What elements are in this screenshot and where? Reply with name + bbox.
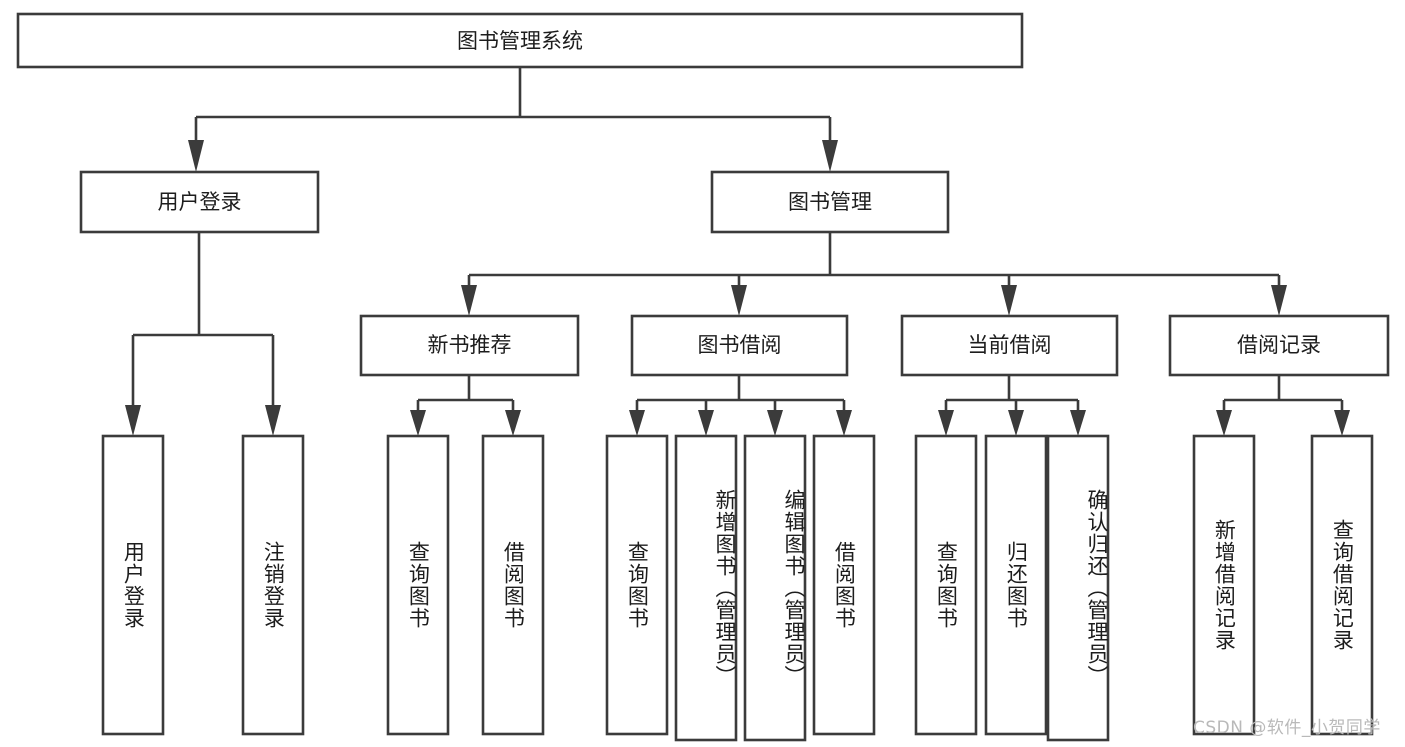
leaf-new-book-recommend-0[interactable] bbox=[386, 434, 450, 736]
connector-new-book-recommend-children bbox=[410, 375, 521, 436]
node-label-borrow-record: 借阅记录 bbox=[1237, 333, 1321, 357]
connector-current-borrow-children bbox=[938, 375, 1086, 436]
node-book-management[interactable]: 图书管理 bbox=[710, 170, 950, 234]
node-borrow-record[interactable]: 借阅记录 bbox=[1168, 314, 1390, 377]
leaf-borrow-record-0[interactable] bbox=[1192, 434, 1256, 736]
watermark-text: CSDN @软件_小贺同学 bbox=[1193, 718, 1381, 738]
connector-root-to-level2 bbox=[188, 67, 838, 172]
leaf-current-borrow-2[interactable] bbox=[1046, 434, 1110, 742]
node-root-system[interactable]: 图书管理系统 bbox=[16, 12, 1024, 69]
leaf-book-borrow-1[interactable] bbox=[674, 434, 738, 742]
leaf-current-borrow-1[interactable] bbox=[984, 434, 1048, 736]
connector-book-borrow-children bbox=[629, 375, 852, 436]
node-user-login[interactable]: 用户登录 bbox=[79, 170, 320, 234]
leaf-current-borrow-0[interactable] bbox=[914, 434, 978, 736]
leaf-new-book-recommend-1[interactable] bbox=[481, 434, 545, 736]
node-label-book-management: 图书管理 bbox=[788, 190, 872, 214]
leaf-user-login-1[interactable] bbox=[241, 434, 305, 736]
node-label-user-login: 用户登录 bbox=[158, 190, 242, 214]
leaf-user-login-0[interactable] bbox=[101, 434, 165, 736]
leaf-borrow-record-1[interactable] bbox=[1310, 434, 1374, 736]
node-label-root-system: 图书管理系统 bbox=[457, 29, 583, 53]
node-label-new-book-recommend: 新书推荐 bbox=[428, 333, 512, 357]
node-new-book-recommend[interactable]: 新书推荐 bbox=[359, 314, 580, 377]
node-label-current-borrow: 当前借阅 bbox=[968, 333, 1052, 357]
connector-book-management-to-level3 bbox=[461, 232, 1287, 316]
node-book-borrow[interactable]: 图书借阅 bbox=[630, 314, 849, 377]
leaf-book-borrow-2[interactable] bbox=[743, 434, 807, 742]
connector-borrow-record-children bbox=[1216, 375, 1350, 436]
leaf-book-borrow-0[interactable] bbox=[605, 434, 669, 736]
leaf-book-borrow-3[interactable] bbox=[812, 434, 876, 736]
node-label-book-borrow: 图书借阅 bbox=[698, 333, 782, 357]
node-current-borrow[interactable]: 当前借阅 bbox=[900, 314, 1119, 377]
connector-user-login-children bbox=[125, 232, 281, 436]
